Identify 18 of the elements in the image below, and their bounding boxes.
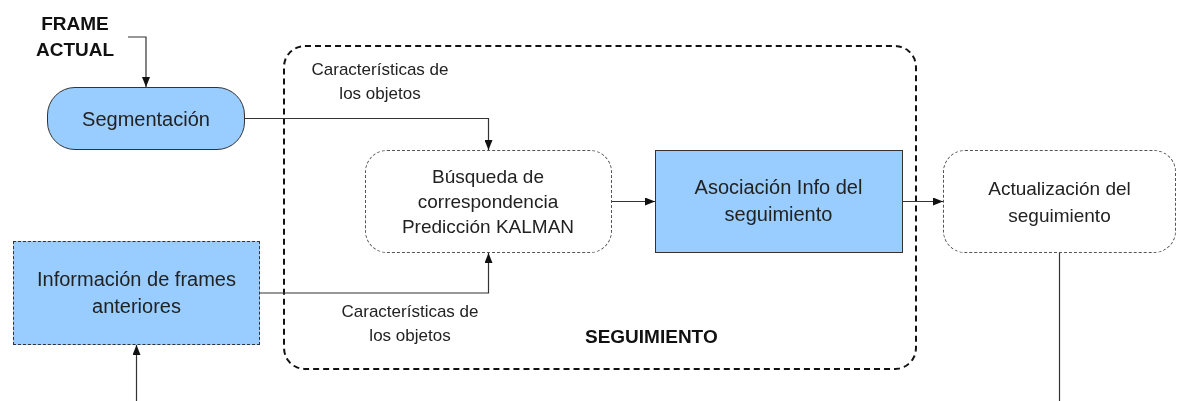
arrow <box>902 197 944 206</box>
arrow <box>132 344 141 401</box>
node-text: Información de frames anteriores <box>36 267 237 319</box>
node-text: Búsqueda de correspondencia Predicción KALMAN <box>400 164 576 239</box>
node-text: Segmentación <box>82 106 210 132</box>
arrow <box>127 36 150 88</box>
node-text: Asociación Info del seguimiento <box>693 175 864 227</box>
data-box <box>13 241 260 345</box>
node-text: FRAME ACTUAL <box>34 12 116 62</box>
process-box <box>364 149 612 253</box>
node-text: Actualización del seguimiento <box>987 176 1132 228</box>
process-box <box>47 87 245 150</box>
group-title: SEGUIMIENTO <box>585 325 718 349</box>
arrow <box>611 197 656 206</box>
process-box <box>943 150 1176 253</box>
arrow <box>259 252 493 294</box>
arrow <box>244 117 493 151</box>
process-box <box>654 149 903 253</box>
